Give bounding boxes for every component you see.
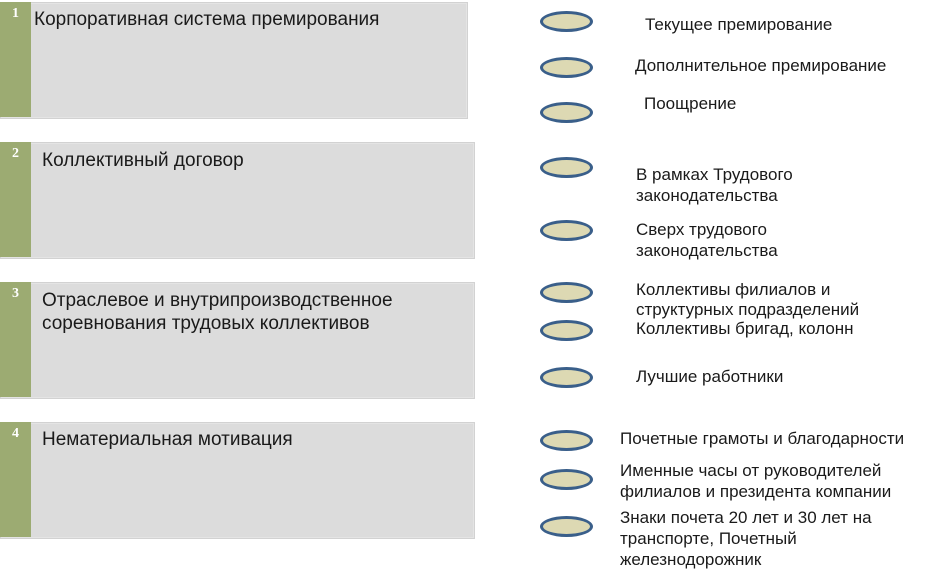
block-1-item-1: Текущее премирование bbox=[645, 15, 833, 34]
block-1-item-2: Дополнительное премирование bbox=[635, 56, 887, 75]
block-3-item-3: Лучшие работники bbox=[636, 367, 784, 386]
bullet-oval bbox=[540, 157, 593, 178]
block-2 bbox=[0, 142, 475, 259]
bullet-oval bbox=[540, 320, 593, 341]
block-1-number-bar: 1 bbox=[0, 2, 31, 117]
block-4-item-1: Почетные грамоты и благодарности bbox=[620, 429, 905, 448]
block-3 bbox=[0, 282, 475, 399]
block-3-item-2: Коллективы бригад, колонн bbox=[636, 319, 854, 338]
bullet-oval bbox=[540, 469, 593, 490]
block-4 bbox=[0, 422, 475, 539]
block-2-title: Коллективный договор bbox=[42, 150, 244, 171]
block-3-title: Отраслевое и внутрипроизводственное соре… bbox=[42, 290, 393, 334]
bullet-oval bbox=[540, 220, 593, 241]
block-1 bbox=[0, 2, 468, 119]
bullet-oval bbox=[540, 102, 593, 123]
block-4-number-bar: 4 bbox=[0, 422, 31, 537]
block-3-item-1: Коллективы филиалов и структурных подраз… bbox=[636, 280, 860, 319]
bullet-oval bbox=[540, 430, 593, 451]
bullet-oval bbox=[540, 282, 593, 303]
block-2-number: 2 bbox=[12, 146, 19, 161]
block-3-number: 3 bbox=[12, 286, 19, 301]
block-4-number: 4 bbox=[12, 426, 19, 441]
block-3-number-bar: 3 bbox=[0, 282, 31, 397]
block-4-item-3: Знаки почета 20 лет и 30 лет на транспор… bbox=[620, 508, 872, 569]
block-2-item-2: Сверх трудового законодательства bbox=[636, 220, 778, 260]
bullet-oval bbox=[540, 57, 593, 78]
bullet-oval bbox=[540, 11, 593, 32]
bullet-oval bbox=[540, 367, 593, 388]
block-1-title: Корпоративная система премирования bbox=[34, 9, 380, 30]
block-4-item-2: Именные часы от руководителей филиалов и… bbox=[620, 461, 892, 501]
block-1-number: 1 bbox=[12, 6, 19, 21]
bullet-oval bbox=[540, 516, 593, 537]
block-4-title: Нематериальная мотивация bbox=[42, 429, 293, 450]
block-1-item-3: Поощрение bbox=[644, 94, 737, 113]
block-2-item-1: В рамках Трудового законодательства bbox=[636, 165, 793, 205]
block-2-number-bar: 2 bbox=[0, 142, 31, 257]
